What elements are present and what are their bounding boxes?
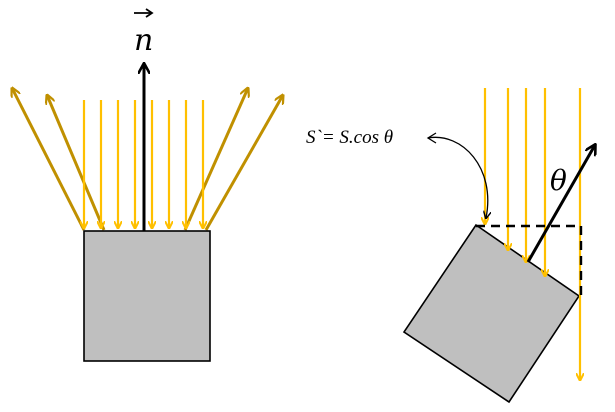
left-panel: n: [12, 8, 283, 362]
projection-outline: [476, 224, 583, 296]
reflected-ray: [12, 88, 86, 231]
projected-area-equation: S`= S.cos θ: [306, 127, 393, 148]
vector-arrow-icon: [134, 8, 154, 18]
tilted-surface-block: [402, 223, 581, 404]
surface-block: [83, 230, 211, 362]
reflected-ray: [47, 95, 106, 231]
right-panel: θ S`= S.cos θ: [306, 88, 595, 404]
pointer-arrow: [427, 136, 488, 218]
angle-label: θ: [550, 164, 567, 197]
pointer-arrow-head-left: [426, 132, 437, 144]
reflected-ray: [204, 95, 283, 231]
reflected-rays-left: [12, 88, 283, 231]
reflected-ray: [183, 88, 248, 231]
normal-vector-label: n: [134, 23, 153, 58]
incident-rays-left: [84, 100, 203, 228]
tilted-normal-arrow: [526, 145, 595, 263]
